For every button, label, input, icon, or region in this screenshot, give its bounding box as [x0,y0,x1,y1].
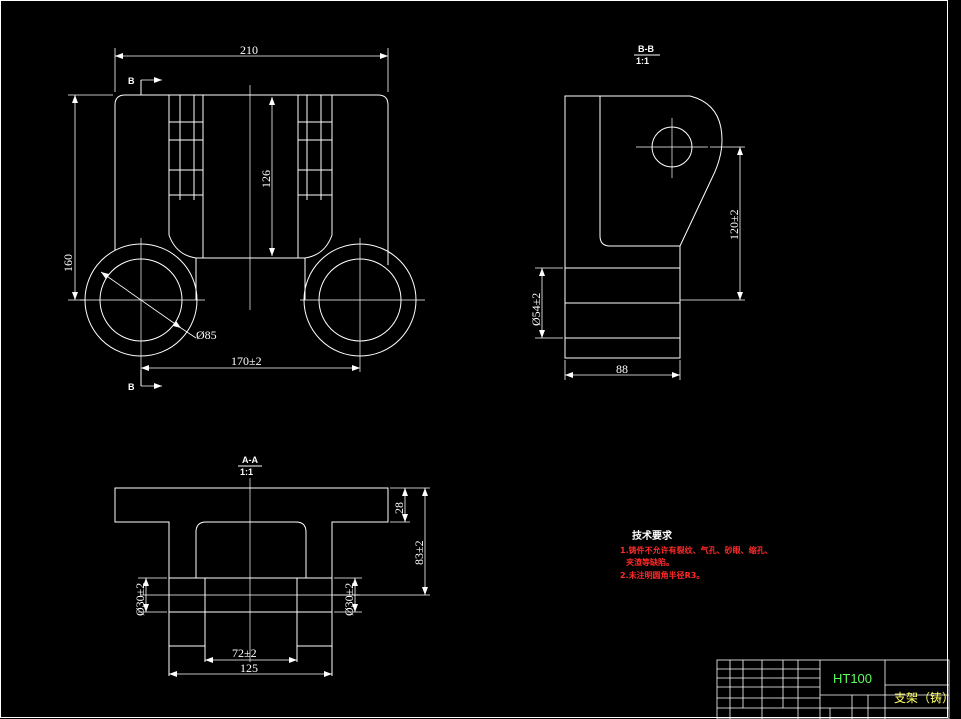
section-mark-bottom: B [128,382,135,392]
dim-125: 125 [240,661,258,675]
tech-notes: 技术要求 1.铸件不允许有裂纹、气孔、砂眼、缩孔、 夹渣等缺陷。 2.未注明圆角… [620,529,773,580]
section-bb-title: B-B [638,44,654,54]
part-name-label: 支架（铸） [894,690,954,705]
top-view: B B 210 160 126 Ø85 170±2 [61,43,425,392]
dim-28: 28 [392,502,406,514]
dim-120: 120±2 [727,209,741,240]
bb-hatched-bottom [564,337,681,359]
dim-83: 83±2 [412,540,426,565]
bb-hatched-body [564,95,681,269]
tech-notes-title: 技术要求 [632,529,673,542]
material-label: HT100 [833,671,872,686]
tech-note-line2: 夹渣等缺陷。 [626,557,674,567]
section-aa-scale: 1:1 [240,467,253,477]
dim-126: 126 [259,170,273,188]
section-mark-top: B [128,76,135,86]
dim-210: 210 [240,43,258,57]
section-aa: A-A 1:1 28 83±2 Ø30±2 Ø30±2 [114,455,430,677]
aa-hatched-body [114,487,389,579]
section-aa-title: A-A [242,455,258,465]
dim-hole-right: Ø30±2 [342,583,356,616]
dim-170: 170±2 [231,354,262,368]
dim-160: 160 [61,254,75,272]
section-bb: B-B 1:1 120±2 Ø54±2 88 [529,44,745,380]
tech-note-line3: 2.未注明圆角半径R3。 [620,570,704,580]
dim-hole-left: Ø30±2 [133,583,147,616]
dim-bore-54: Ø54±2 [529,293,543,326]
section-bb-scale: 1:1 [636,56,649,66]
dim-72: 72±2 [232,646,257,660]
dim-88: 88 [616,362,628,376]
dim-bore-85: Ø85 [196,328,217,342]
tech-note-line1: 1.铸件不允许有裂纹、气孔、砂眼、缩孔、 [620,545,773,555]
title-block: HT100 支架（铸） [716,659,954,719]
